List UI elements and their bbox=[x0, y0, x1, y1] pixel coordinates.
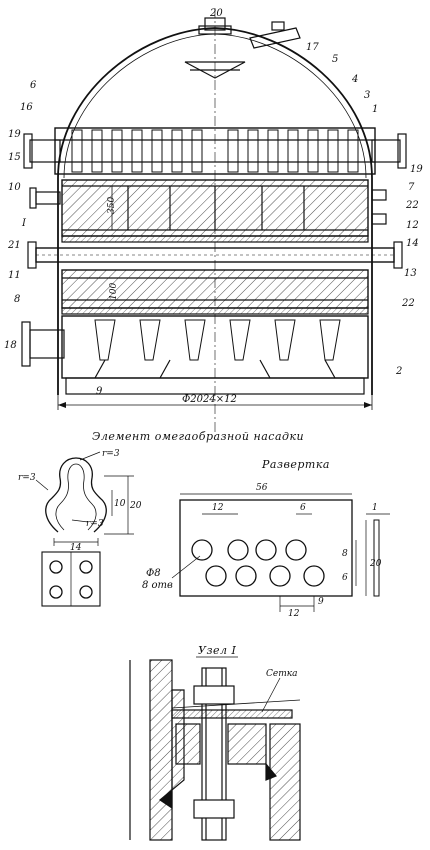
nozzle-right-19 bbox=[371, 139, 401, 163]
distributor-ribs bbox=[71, 129, 359, 173]
dev-dim-6-top: 6 bbox=[300, 503, 306, 513]
callout-5: 5 bbox=[332, 54, 338, 65]
callout-17: 17 bbox=[306, 42, 319, 53]
callout-I: I bbox=[21, 218, 27, 229]
omega-r-left: r=3 bbox=[18, 473, 36, 483]
callout-2: 2 bbox=[395, 366, 402, 377]
upper-distributor bbox=[54, 127, 376, 175]
callout-10: 10 bbox=[8, 182, 21, 193]
dev-holes-dia: Ф8 bbox=[146, 568, 161, 579]
base-support bbox=[65, 377, 365, 395]
callout-8: 8 bbox=[14, 294, 20, 305]
node-detail bbox=[129, 659, 301, 841]
callout-14: 14 bbox=[406, 238, 419, 249]
packing-bed-lower bbox=[61, 269, 369, 309]
omega-r-top: r=3 bbox=[102, 449, 120, 459]
omega-element bbox=[35, 451, 134, 607]
baffles-9 bbox=[94, 319, 341, 361]
dev-holes-count: 8 отв bbox=[142, 580, 173, 591]
callout-18: 18 bbox=[4, 340, 17, 351]
callout-9: 9 bbox=[96, 386, 103, 397]
dev-dim-20: 20 bbox=[369, 559, 382, 569]
callout-12: 12 bbox=[406, 220, 419, 231]
dev-dim-56: 56 bbox=[256, 483, 268, 493]
callout-11: 11 bbox=[8, 270, 21, 281]
omega-r-inner: r=3 bbox=[86, 519, 104, 529]
callout-19-right: 19 bbox=[410, 164, 423, 175]
omega-dim-10: 10 bbox=[114, 499, 126, 509]
development-plate bbox=[171, 493, 390, 612]
callout-21: 21 bbox=[7, 240, 21, 251]
dev-dim-8: 8 bbox=[342, 549, 348, 559]
callout-19-left: 19 bbox=[8, 129, 21, 140]
node-caption: Узел I bbox=[198, 644, 236, 657]
nozzle-left-19 bbox=[29, 139, 61, 163]
manhole-cover bbox=[249, 27, 301, 49]
omega-dim-14: 14 bbox=[70, 543, 82, 553]
omega-caption: Элемент омегаобразной насадки bbox=[92, 430, 304, 443]
dev-dim-6-side: 6 bbox=[342, 573, 348, 583]
callout-4: 4 bbox=[351, 74, 358, 85]
dev-dim-12-bottom: 12 bbox=[288, 609, 300, 619]
nozzle-18 bbox=[29, 329, 65, 359]
dev-dim-1: 1 bbox=[372, 503, 378, 513]
callout-13: 13 bbox=[404, 268, 417, 279]
callout-15: 15 bbox=[8, 152, 21, 163]
callout-20: 20 bbox=[209, 8, 223, 19]
support-grid bbox=[61, 235, 369, 243]
dim-350: 350 bbox=[107, 197, 117, 214]
node-mesh-label: Сетка bbox=[266, 669, 298, 679]
callout-7: 7 bbox=[408, 182, 415, 193]
callout-1: 1 bbox=[372, 104, 378, 115]
diameter-label: Ф2024×12 bbox=[182, 394, 237, 405]
nozzle-10 bbox=[35, 191, 61, 205]
dim-100: 100 bbox=[109, 283, 119, 300]
callouts: 20 17 5 4 3 1 6 16 19 15 10 19 7 22 12 1… bbox=[4, 8, 423, 405]
omega-dim-20: 20 bbox=[129, 501, 142, 511]
callout-16: 16 bbox=[20, 102, 33, 113]
dev-dim-9: 9 bbox=[318, 597, 324, 607]
callout-22-upper: 22 bbox=[405, 200, 419, 211]
dev-dim-12-top: 12 bbox=[212, 503, 224, 513]
callout-3: 3 bbox=[364, 90, 370, 101]
callout-22-lower: 22 bbox=[401, 298, 415, 309]
development-caption: Развертка bbox=[261, 458, 330, 471]
main-view bbox=[21, 8, 407, 440]
callout-6: 6 bbox=[30, 80, 37, 91]
